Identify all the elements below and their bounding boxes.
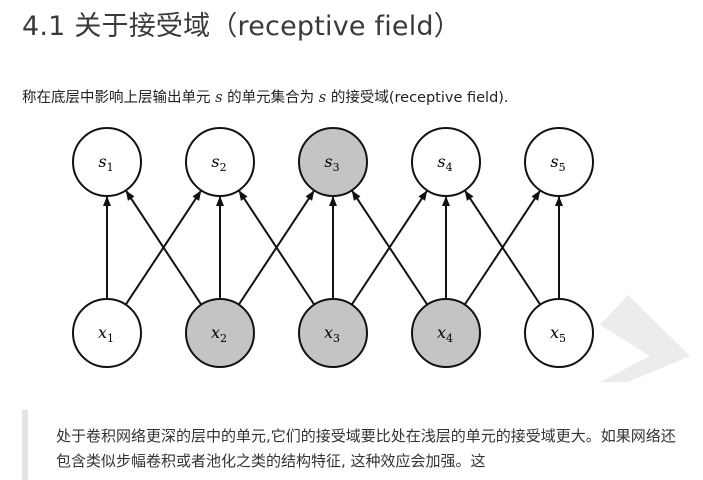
node-x1: x1 bbox=[72, 298, 142, 368]
node-label: x4 bbox=[437, 323, 453, 345]
node-s4: s4 bbox=[411, 127, 481, 197]
node-label: x2 bbox=[211, 323, 227, 345]
node-x4: x4 bbox=[411, 298, 481, 368]
intro-text: 称在底层中影响上层输出单元 s 的单元集合为 s 的接受域(receptive … bbox=[22, 86, 509, 107]
node-x2: x2 bbox=[185, 298, 255, 368]
edge-x5-to-s4 bbox=[464, 190, 542, 306]
node-label: x3 bbox=[324, 323, 340, 345]
node-label: s5 bbox=[550, 152, 565, 174]
node-label: s2 bbox=[211, 152, 226, 174]
node-x5: x5 bbox=[524, 298, 594, 368]
node-s5: s5 bbox=[524, 127, 594, 197]
node-label: x1 bbox=[98, 323, 114, 345]
watermark-shape bbox=[600, 295, 690, 382]
intro-var-1: s bbox=[215, 90, 223, 106]
receptive-field-diagram: s1 s2 s3 s4 s5 x1 x2 x3 x4 x5 bbox=[72, 127, 690, 382]
diagram-edges bbox=[103, 190, 563, 306]
node-circle bbox=[72, 298, 142, 368]
intro-after: 的接受域(receptive field). bbox=[326, 90, 509, 106]
node-circle bbox=[298, 127, 368, 197]
quote-paragraph: 处于卷积网络更深的层中的单元,它们的接受域要比处在浅层的单元的接受域更大。如果网… bbox=[56, 427, 676, 470]
node-label: s4 bbox=[437, 152, 452, 174]
node-circle bbox=[524, 127, 594, 197]
diagram-nodes: s1 s2 s3 s4 s5 x1 x2 x3 x4 x5 bbox=[72, 127, 594, 368]
intro-before: 称在底层中影响上层输出单元 bbox=[22, 90, 216, 106]
node-circle bbox=[298, 298, 368, 368]
node-circle bbox=[185, 298, 255, 368]
blockquote: 处于卷积网络更深的层中的单元,它们的接受域要比处在浅层的单元的接受域更大。如果网… bbox=[22, 410, 682, 480]
section-heading: 4.1 关于接受域（receptive field） bbox=[22, 11, 461, 42]
node-circle bbox=[411, 127, 481, 197]
node-circle bbox=[411, 298, 481, 368]
node-circle bbox=[185, 127, 255, 197]
node-s2: s2 bbox=[185, 127, 255, 197]
node-x3: x3 bbox=[298, 298, 368, 368]
edge-x2-to-s1 bbox=[125, 190, 203, 306]
edge-x3-to-s2 bbox=[238, 190, 316, 306]
edge-x4-to-s3 bbox=[351, 190, 429, 306]
intro-middle: 的单元集合为 bbox=[222, 90, 319, 106]
node-s1: s1 bbox=[72, 127, 142, 197]
node-circle bbox=[72, 127, 142, 197]
node-label: x5 bbox=[550, 323, 566, 345]
node-circle bbox=[524, 298, 594, 368]
node-label: s1 bbox=[98, 152, 113, 174]
intro-var-2: s bbox=[318, 90, 327, 106]
node-s3: s3 bbox=[298, 127, 368, 197]
node-label: s3 bbox=[324, 152, 339, 174]
